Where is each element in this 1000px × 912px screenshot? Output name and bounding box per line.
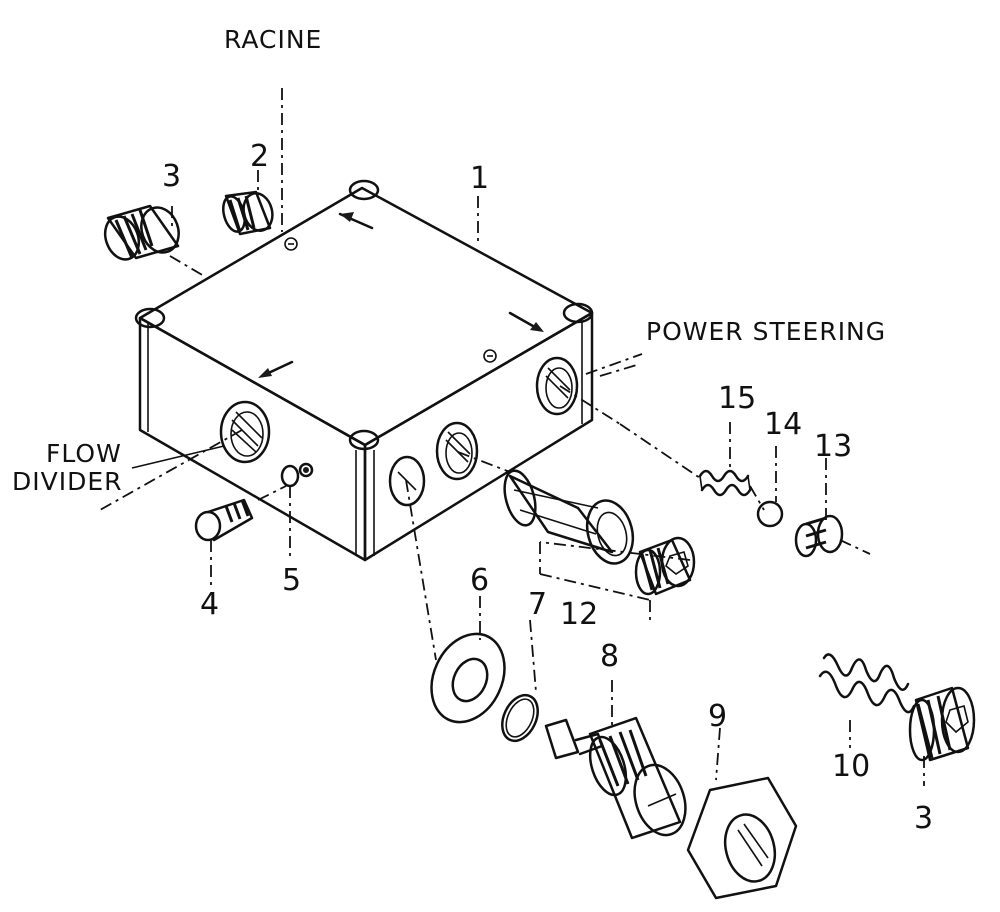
hex-nut-part-9: [686, 776, 798, 900]
part-number-4: 4: [200, 587, 219, 622]
part-number-5: 5: [282, 563, 301, 598]
valve-part-8: [544, 716, 687, 840]
label-racine: RACINE: [224, 25, 322, 54]
spring-part-15: [698, 469, 752, 497]
ball-part-14: [756, 500, 784, 528]
part-number-12: 12: [560, 597, 598, 632]
nut-part-13: [794, 514, 844, 558]
assembly-lines: [99, 88, 925, 786]
plug-part-3-bottom: [908, 686, 976, 762]
o-ring-part-5: [280, 464, 300, 488]
plug-part-12: [634, 536, 696, 596]
sleeve-part-12: [503, 469, 635, 565]
screw-part-4: [194, 498, 254, 542]
plug-part-3-top: [103, 204, 180, 261]
part-number-3-top: 3: [162, 159, 181, 194]
label-flow: FLOW: [46, 439, 122, 468]
label-divider: DIVIDER: [12, 467, 123, 496]
leader-flow-divider: [131, 445, 225, 469]
washer-part-6: [430, 632, 506, 724]
part-number-15: 15: [718, 381, 756, 416]
label-power-steering: POWER STEERING: [646, 317, 886, 346]
part-number-14: 14: [764, 407, 802, 442]
part-number-2: 2: [250, 139, 269, 174]
part-number-13: 13: [814, 429, 852, 464]
part-number-1: 1: [470, 161, 489, 196]
plug-part-2: [222, 190, 274, 236]
part-number-9: 9: [708, 699, 727, 734]
part-number-8: 8: [600, 639, 619, 674]
o-ring-part-7: [501, 693, 539, 743]
spring-part-10: [818, 653, 916, 714]
part-number-10: 10: [832, 749, 870, 784]
part-number-3-bottom: 3: [914, 801, 933, 836]
part-number-7: 7: [528, 587, 547, 622]
valve-block: [134, 179, 594, 562]
part-number-6: 6: [470, 563, 489, 598]
leader-power-steering: [585, 353, 643, 375]
